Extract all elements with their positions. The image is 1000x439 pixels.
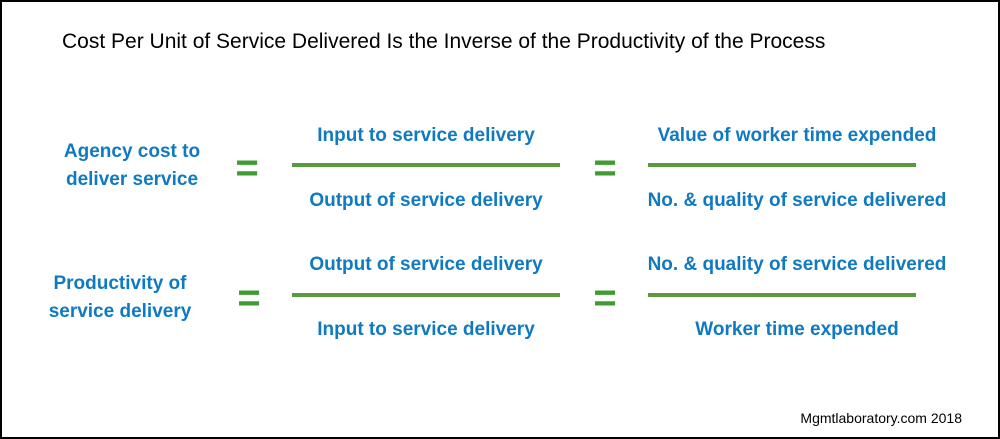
lhs-line-1: Agency cost to	[63, 141, 201, 162]
fraction1-numerator: Output of service delivery	[309, 254, 543, 275]
lhs-line-2: deliver service	[65, 169, 199, 190]
equals-sign: =	[593, 146, 617, 190]
fraction1-denominator: Input to service delivery	[317, 319, 535, 340]
lhs-line-2: service delivery	[48, 301, 192, 322]
fraction-bar	[648, 293, 916, 297]
fraction-bar	[292, 163, 560, 167]
equation-productivity-lhs: Productivity of service delivery	[30, 270, 210, 326]
equals-sign: =	[237, 276, 261, 320]
equals-sign: =	[593, 276, 617, 320]
fraction1-numerator: Input to service delivery	[317, 125, 535, 146]
slide-title: Cost Per Unit of Service Delivered Is th…	[62, 30, 826, 53]
equation-cost-lhs: Agency cost to deliver service	[42, 138, 222, 194]
fraction2-denominator: Worker time expended	[695, 319, 899, 340]
fraction2-numerator: No. & quality of service delivered	[647, 254, 947, 275]
fraction1-denominator: Output of service delivery	[309, 190, 543, 211]
fraction2-denominator: No. & quality of service delivered	[647, 190, 947, 211]
lhs-line-1: Productivity of	[53, 273, 187, 294]
fraction2-numerator: Value of worker time expended	[657, 125, 937, 146]
fraction-bar	[292, 293, 560, 297]
copyright-footer: Mgmtlaboratory.com 2018	[800, 410, 962, 426]
fraction-bar	[648, 163, 916, 167]
equals-sign: =	[235, 146, 259, 190]
